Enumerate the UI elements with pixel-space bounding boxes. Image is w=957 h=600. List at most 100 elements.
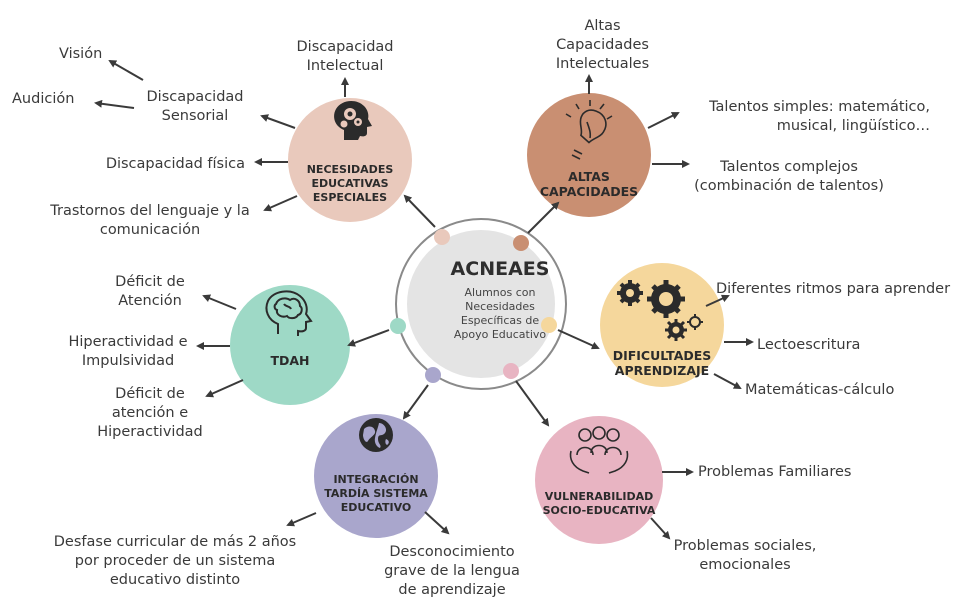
label-line: Visión [59,46,103,62]
center-subtitle-line: Apoyo Educativo [453,328,547,341]
arrow-dif-mate [713,373,742,389]
node-title-line: TDAH [270,353,310,368]
label-ritmos: Diferentes ritmos para aprender [716,280,950,299]
label-line: Hiperactividad e [68,334,188,350]
label-line: Trastornos del lenguaje y la [50,203,250,219]
center-title: ACNEAES [450,258,550,280]
arrow-center-dificultades [557,329,600,350]
label-line: Diferentes ritmos para aprender [716,281,951,297]
label-matematicas: Matemáticas-cálculo [745,381,894,400]
label-line: Talentos simples: matemático, [709,99,930,115]
node-title-line: APRENDIZAJE [614,363,710,378]
node-title-line: INTEGRACIÓN [333,473,419,486]
head-gears-icon [334,100,372,140]
arrow-int-desconocimiento [424,511,450,535]
label-line: Altas [584,18,621,34]
node-altas-title: ALTAS CAPACIDADES [529,169,649,199]
label-lectoescritura: Lectoescritura [757,336,860,355]
node-tdah-circle [230,285,350,405]
node-tdah-title: TDAH [250,353,330,368]
label-vision: Visión [59,45,102,64]
connector-dot-dificultades [541,317,557,333]
brain-head-icon [265,290,313,336]
arrow-center-tdah [347,329,390,347]
node-title-line: EDUCATIVAS [311,177,389,190]
label-line: por proceder de un sistema [74,553,276,569]
label-line: Talentos complejos [720,159,858,175]
label-discapacidad-fisica: Discapacidad física [80,155,245,174]
label-desconocimiento: Desconocimiento grave de la lengua de ap… [372,543,532,600]
label-line: Problemas Familiares [698,464,852,480]
node-integracion-title: INTEGRACIÓN TARDÍA SISTEMA EDUCATIVO [316,473,436,515]
gears-icon [617,280,703,341]
label-line: Déficit de [115,386,185,402]
node-title-line: ESPECIALES [312,191,388,204]
label-line: Capacidades [556,37,649,53]
node-altas-circle [527,93,651,217]
node-title-line: NECESIDADES [306,163,394,176]
node-vulnerabilidad-circle [535,416,663,544]
label-line: Intelectual [306,58,384,74]
node-integracion-circle [314,414,438,538]
center-subtitle-line: Alumnos con [464,286,536,299]
label-line: Sensorial [161,108,229,124]
node-nee-circle [288,98,412,222]
label-line: de aprendizaje [398,582,506,598]
connector-dot-altas [513,235,529,251]
globe-icon [359,418,393,452]
center-subtitle: Alumnos con Necesidades Específicas de A… [420,286,580,342]
lightbulb-icon [565,100,613,160]
center-subtitle-line: Necesidades [465,300,535,313]
node-title-line: VULNERABILIDAD [544,490,654,503]
label-line: Intelectuales [555,56,650,72]
label-line: Discapacidad [146,89,244,105]
label-line: Audición [12,91,75,107]
node-title-line: DIFICULTADES [612,348,712,363]
label-hiperactividad: Hiperactividad e Impulsividad [58,333,198,371]
node-title-line: ALTAS [568,169,610,184]
arrow-altas-simples [647,112,680,129]
center-outer-ring [395,218,567,390]
label-discapacidad-sensorial: Discapacidad Sensorial [130,88,260,126]
arrow-center-altas [527,201,560,234]
node-title-line: TARDÍA SISTEMA [324,487,428,500]
label-line: Hiperactividad [97,424,203,440]
center-subtitle-line: Específicas de [460,314,540,327]
arrow-vul-sociales [650,517,671,540]
label-talentos-simples: Talentos simples: matemático, musical, l… [690,98,930,136]
arrow-dif-ritmos [705,294,730,307]
node-title-line: CAPACIDADES [539,184,639,199]
label-line: Matemáticas-cálculo [745,382,895,398]
arrow-center-vulnerabilidad [515,380,550,427]
node-dificultades-title: DIFICULTADES APRENDIZAJE [602,348,722,378]
label-line: Desconocimiento [389,544,515,560]
label-line: musical, lingüístico… [776,118,930,134]
label-line: grave de la lengua [384,563,520,579]
label-trastornos-lenguaje: Trastornos del lenguaje y la comunicació… [40,202,260,240]
label-line: (combinación de talentos) [694,178,884,194]
connector-dot-nee [434,229,450,245]
label-line: Problemas sociales, [673,538,817,554]
arrow-sensorial-audicion [94,99,135,109]
label-line: Atención [118,293,182,309]
node-nee-title: NECESIDADES EDUCATIVAS ESPECIALES [290,163,410,205]
label-talentos-complejos: Talentos complejos (combinación de talen… [684,158,894,196]
label-discapacidad-intelectual: Discapacidad Intelectual [280,38,410,76]
connector-dot-integracion [425,367,441,383]
label-line: Lectoescritura [757,337,861,353]
label-line: Impulsividad [81,353,175,369]
arrow-center-nee [403,194,436,228]
people-hands-icon [569,426,629,474]
arrow-sensorial-vision [108,60,144,81]
label-audicion: Audición [12,90,74,109]
arrow-nee-sensorial [260,114,296,129]
arrow-center-integracion [402,384,429,420]
label-line: Déficit de [115,274,185,290]
label-desfase: Desfase curricular de más 2 años por pro… [30,533,320,590]
label-problemas-sociales: Problemas sociales, emocionales [665,537,825,575]
arrow-tdah-atencion [202,294,237,310]
label-line: emocionales [699,557,791,573]
center-circle [407,230,555,378]
arrow-nee-trastornos [263,195,298,212]
